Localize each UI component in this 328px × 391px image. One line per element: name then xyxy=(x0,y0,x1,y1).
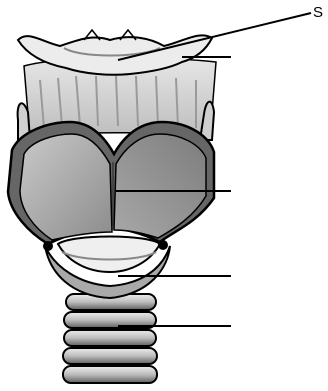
thyroid-cartilage xyxy=(8,122,214,244)
joint-dot-right xyxy=(158,240,168,250)
cricoid-cartilage xyxy=(45,237,170,299)
leader-line-s xyxy=(118,13,311,60)
joint-dot-left xyxy=(43,241,53,251)
trachea-ring xyxy=(64,330,156,346)
thyroid-lamina-left xyxy=(20,134,112,240)
trachea-ring xyxy=(63,366,157,383)
trachea-ring xyxy=(63,348,157,364)
trachea-rings xyxy=(63,294,157,383)
label-s: S xyxy=(313,5,323,20)
thyroid-lamina-right xyxy=(114,134,206,238)
